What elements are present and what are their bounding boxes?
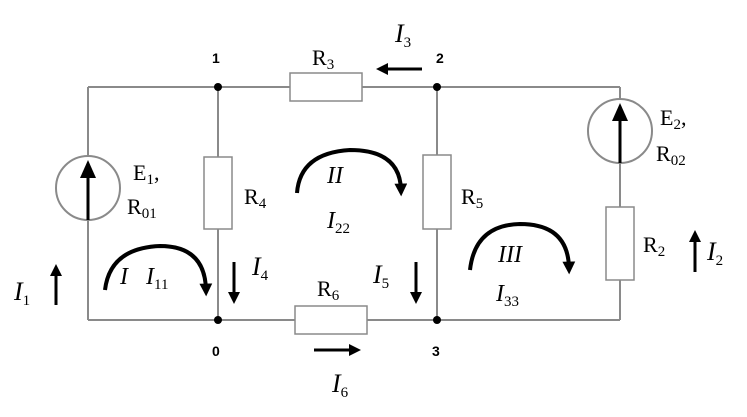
loop-ii-current: I22 — [326, 208, 350, 237]
node-label-1: 1 — [212, 50, 220, 66]
loop-i-name: I — [119, 264, 129, 290]
node-dot-3 — [433, 316, 441, 324]
node-label-2: 2 — [436, 50, 444, 66]
node-label-3: 3 — [432, 343, 440, 359]
loop-i-arrow-icon — [103, 243, 213, 297]
node-dot-0 — [214, 316, 222, 324]
label-i2: I2 — [706, 237, 723, 269]
label-r2: R2 — [643, 232, 665, 260]
loop-ii-name: II — [326, 163, 344, 189]
loop-i-current: I11 — [145, 264, 168, 293]
node-dot-2 — [433, 83, 441, 91]
resistor-r6 — [294, 305, 368, 335]
resistor-r3 — [289, 72, 363, 102]
label-r3: R3 — [312, 45, 334, 73]
label-i6: I6 — [331, 369, 349, 401]
loop-iii-current: I33 — [495, 281, 519, 310]
node-dot-1 — [214, 83, 222, 91]
loop-iii-name: III — [497, 242, 523, 268]
resistor-r4 — [203, 156, 233, 230]
resistor-r5 — [422, 154, 452, 230]
resistor-r2 — [605, 206, 635, 281]
label-i1: I1 — [13, 277, 30, 309]
label-r5: R5 — [461, 184, 483, 212]
label-r01: R01 — [127, 194, 157, 222]
label-i4: I4 — [251, 252, 269, 284]
loop-ii-arrow-icon — [295, 147, 408, 197]
label-r4: R4 — [244, 184, 267, 212]
label-i3: I3 — [394, 19, 411, 51]
source-e1-arrowhead-icon — [80, 160, 96, 178]
label-i5: I5 — [372, 260, 389, 292]
label-r6: R6 — [317, 276, 340, 304]
source-e2-arrowhead-icon — [612, 103, 628, 121]
loop-iii-arrow-icon — [468, 221, 576, 275]
label-r02: R02 — [656, 141, 686, 169]
node-label-0: 0 — [212, 343, 220, 359]
source-e2 — [587, 98, 653, 164]
label-e2: E2, — [660, 105, 686, 133]
label-e1: E1, — [133, 160, 159, 188]
source-e1 — [55, 155, 121, 221]
